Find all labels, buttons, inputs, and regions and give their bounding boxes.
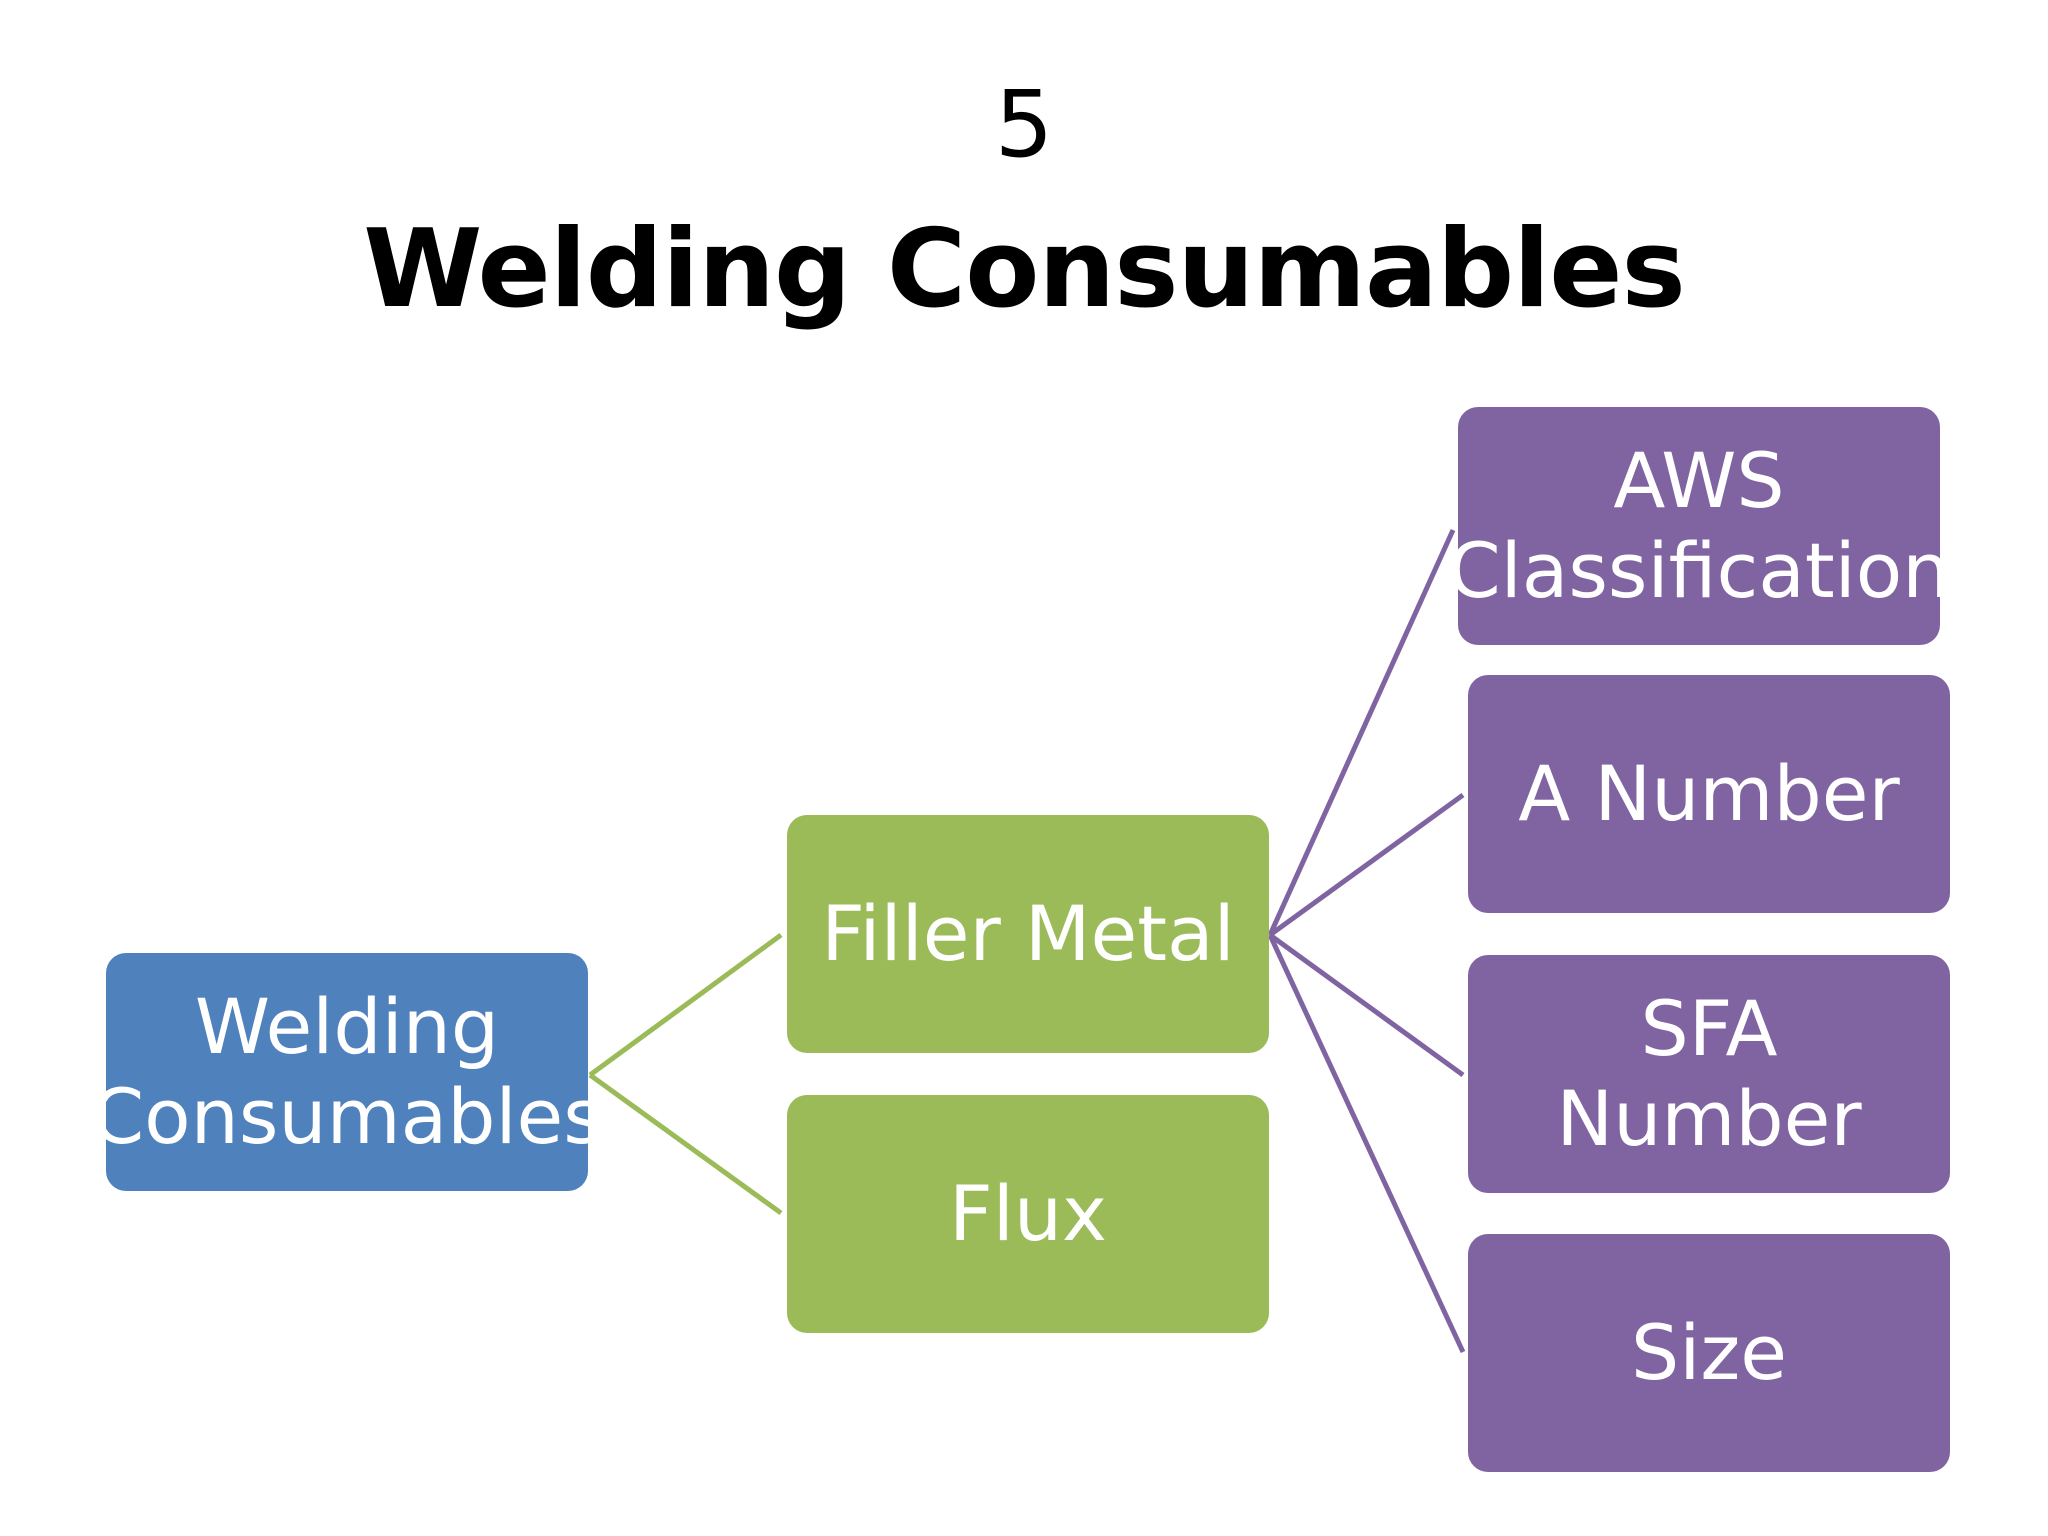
- node-size-label: Size: [1630, 1308, 1787, 1397]
- edge-filler-sfa-number: [1268, 932, 1465, 1078]
- node-sfa-number: SFA Number: [1468, 955, 1950, 1193]
- node-aws-classification-label: AWS Classification: [1447, 436, 1951, 615]
- edge-filler-a-number: [1268, 792, 1465, 938]
- node-flux: Flux: [787, 1095, 1269, 1333]
- node-filler-metal-label: Filler Metal: [821, 889, 1235, 978]
- node-a-number-label: A Number: [1518, 749, 1900, 838]
- edge-filler-size: [1267, 933, 1466, 1354]
- node-filler-metal: Filler Metal: [787, 815, 1269, 1053]
- edge-root-filler-metal: [588, 932, 783, 1078]
- slide-number: 5: [994, 71, 1054, 178]
- node-welding-consumables: Welding Consumables: [91, 953, 603, 1191]
- node-a-number: A Number: [1468, 675, 1950, 913]
- edge-root-flux: [588, 1072, 783, 1216]
- node-aws-classification: AWS Classification: [1448, 407, 1950, 645]
- node-welding-consumables-label: Welding Consumables: [91, 982, 603, 1161]
- edge-filler-aws: [1267, 528, 1456, 937]
- slide-title: Welding Consumables: [363, 207, 1685, 332]
- node-flux-label: Flux: [949, 1169, 1107, 1258]
- node-size: Size: [1468, 1234, 1950, 1472]
- node-sfa-number-label: SFA Number: [1556, 984, 1862, 1163]
